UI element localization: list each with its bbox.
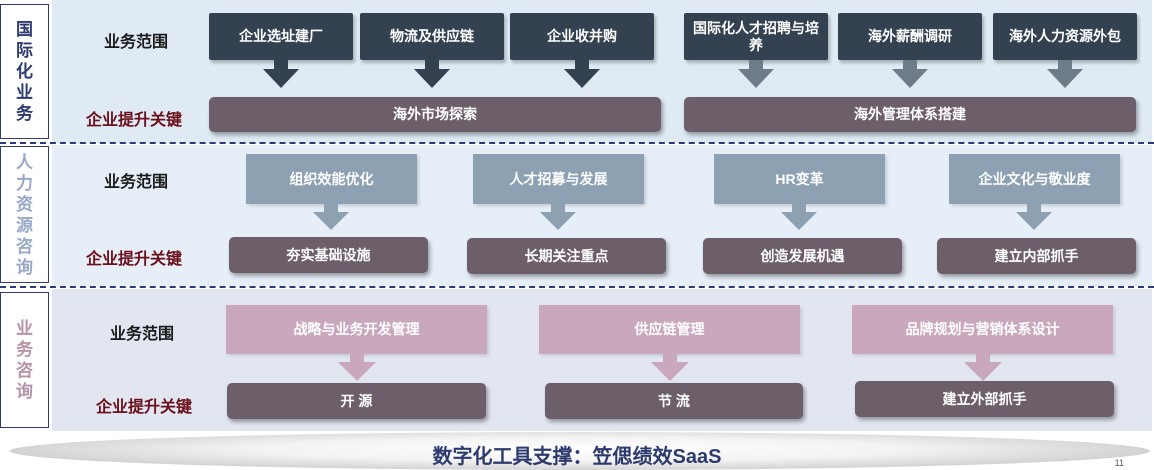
scope-item: 企业文化与敬业度 — [949, 154, 1120, 204]
scope-item: 物流及供应链 — [360, 13, 504, 60]
key-item: 海外市场探索 — [209, 97, 661, 132]
down-arrow-icon — [738, 60, 774, 88]
scope-item: 海外薪酬调研 — [838, 13, 982, 60]
scope-item: 企业选址建厂 — [209, 13, 353, 60]
down-arrow-icon — [564, 60, 600, 88]
key-item: 创造发展机遇 — [703, 238, 902, 274]
scope-label: 业务范围 — [104, 174, 169, 191]
side-label-business-consulting: 业务咨询 — [0, 292, 49, 428]
down-arrow-icon — [338, 354, 376, 381]
page-number: 11 — [1114, 458, 1124, 468]
scope-label: 业务范围 — [110, 326, 175, 343]
footer-banner — [10, 432, 1150, 470]
down-arrow-icon — [263, 60, 299, 88]
scope-item: 战略与业务开发管理 — [226, 305, 487, 354]
scope-label: 业务范围 — [104, 34, 169, 51]
down-arrow-icon — [651, 354, 689, 381]
scope-item: 海外人力资源外包 — [993, 13, 1137, 60]
key-item: 夯实基础设施 — [229, 237, 428, 273]
down-arrow-icon — [1047, 60, 1083, 88]
side-label-hr-consulting: 人力资源咨询 — [0, 146, 49, 283]
key-label: 企业提升关键 — [86, 251, 183, 268]
scope-item: 供应链管理 — [539, 305, 800, 354]
key-label: 企业提升关键 — [96, 399, 193, 416]
scope-item: 国际化人才招聘与培养 — [684, 13, 828, 60]
scope-item: 企业收并购 — [510, 13, 654, 60]
footer-title: 数字化工具支撑：笠偲绩效SaaS — [432, 446, 722, 468]
down-arrow-icon — [414, 60, 450, 88]
key-item: 海外管理体系搭建 — [684, 97, 1136, 132]
key-item: 节 流 — [545, 383, 803, 419]
down-arrow-icon — [781, 204, 817, 230]
scope-item: HR变革 — [714, 154, 885, 204]
down-arrow-icon — [964, 354, 1002, 381]
side-label-international: 国际化业务 — [0, 4, 49, 139]
down-arrow-icon — [892, 60, 928, 88]
down-arrow-icon — [540, 204, 576, 230]
section-divider — [0, 142, 1154, 144]
scope-item: 人才招募与发展 — [473, 154, 644, 204]
key-item: 建立内部抓手 — [937, 238, 1136, 274]
scope-item: 品牌规划与营销体系设计 — [852, 305, 1113, 354]
key-label: 企业提升关键 — [86, 112, 183, 129]
section-divider — [0, 286, 1154, 288]
down-arrow-icon — [1016, 204, 1052, 230]
key-item: 长期关注重点 — [467, 238, 666, 274]
scope-item: 组织效能优化 — [246, 154, 417, 204]
down-arrow-icon — [313, 204, 349, 230]
key-item: 开 源 — [227, 383, 486, 419]
key-item: 建立外部抓手 — [855, 381, 1114, 417]
